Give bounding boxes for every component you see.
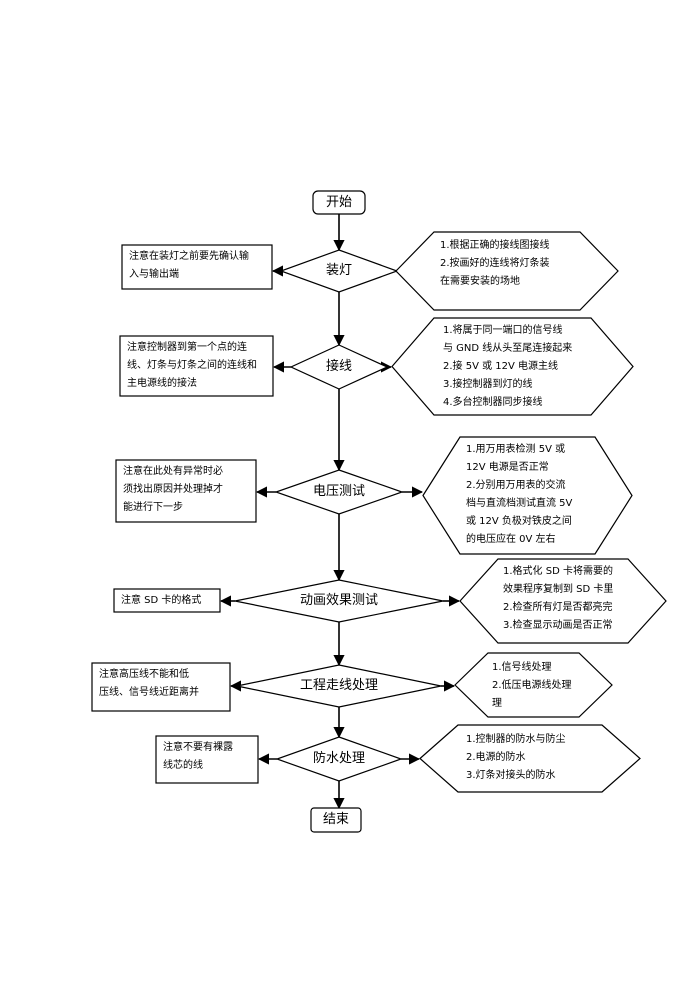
- action-line: 2.检查所有灯是否都亮完: [503, 602, 613, 613]
- action-line: 效果程序复制到 SD 卡里: [503, 584, 614, 595]
- step-label: 工程走线处理: [299, 678, 378, 693]
- step-label: 电压测试: [312, 484, 365, 499]
- note-line: 线、灯条与灯条之间的连线和: [127, 360, 257, 371]
- action-line: 3.接控制器到灯的线: [443, 379, 533, 390]
- action-line: 的电压应在 0V 左右: [466, 534, 556, 545]
- step-actions: 1.将属于同一端口的信号线与 GND 线从头至尾连接起来 2.接 5V 或 12V…: [443, 322, 572, 412]
- note-line: 注意 SD 卡的格式: [121, 595, 202, 606]
- step-note: 注意在此处有异常时必须找出原因并处理掉才能进行下一步: [123, 463, 223, 517]
- action-line: 2.电源的防水: [466, 752, 526, 763]
- step-actions: 1.根据正确的接线图接线 2.按画好的连线将灯条装在需要安装的场地: [440, 237, 550, 291]
- step-label: 接线: [325, 359, 352, 374]
- note-line: 线芯的线: [163, 760, 203, 771]
- note-line: 注意控制器到第一个点的连: [127, 342, 247, 353]
- step-actions: 1.控制器的防水与防尘 2.电源的防水 3.灯条对接头的防水: [466, 731, 566, 785]
- action-line: 3.检查显示动画是否正常: [503, 620, 613, 631]
- action-line: 1.用万用表检测 5V 或: [466, 444, 566, 455]
- note-line: 压线、信号线近距离并: [99, 687, 199, 698]
- action-line: 1.信号线处理: [492, 662, 552, 673]
- action-line: 3.灯条对接头的防水: [466, 770, 556, 781]
- note-line: 入与输出端: [129, 269, 179, 280]
- action-line: 档与直流档测试直流 5V: [466, 498, 573, 509]
- action-line: 2.按画好的连线将灯条装: [440, 258, 550, 269]
- step-actions: 1.信号线处理 2.低压电源线处理理: [492, 659, 572, 713]
- note-line: 须找出原因并处理掉才: [123, 484, 223, 495]
- step-label: 动画效果测试: [299, 593, 378, 608]
- step-note: 注意 SD 卡的格式: [121, 592, 201, 610]
- action-line: 在需要安装的场地: [440, 276, 520, 287]
- action-line: 4.多台控制器同步接线: [443, 397, 543, 408]
- note-line: 注意在此处有异常时必: [123, 466, 223, 477]
- action-line: 或 12V 负极对铁皮之间: [466, 516, 572, 527]
- action-line: 1.格式化 SD 卡将需要的: [503, 566, 613, 577]
- end-node: 结束: [322, 812, 349, 827]
- note-line: 注意高压线不能和低: [99, 669, 189, 680]
- step-actions: 1.用万用表检测 5V 或 12V 电源是否正常 2.分别用万用表的交流档与直流档测…: [466, 441, 572, 549]
- note-line: 主电源线的接法: [127, 378, 197, 389]
- step-note: 注意不要有裸露线芯的线: [163, 739, 233, 775]
- action-line: 2.接 5V 或 12V 电源主线: [443, 361, 559, 372]
- step-note: 注意高压线不能和低压线、信号线近距离并: [99, 666, 199, 702]
- action-line: 2.分别用万用表的交流: [466, 480, 566, 491]
- action-line: 2.低压电源线处理: [492, 680, 572, 691]
- note-line: 注意在装灯之前要先确认输: [129, 251, 249, 262]
- note-line: 能进行下一步: [123, 502, 183, 513]
- action-line: 与 GND 线从头至尾连接起来: [443, 343, 573, 354]
- step-actions: 1.格式化 SD 卡将需要的效果程序复制到 SD 卡里 2.检查所有灯是否都亮完 3…: [503, 563, 613, 635]
- step-label: 防水处理: [312, 751, 365, 766]
- action-line: 1.将属于同一端口的信号线: [443, 325, 563, 336]
- action-line: 1.根据正确的接线图接线: [440, 240, 550, 251]
- start-node: 开始: [325, 195, 352, 210]
- note-line: 注意不要有裸露: [163, 742, 233, 753]
- action-line: 理: [492, 698, 502, 709]
- action-line: 1.控制器的防水与防尘: [466, 734, 566, 745]
- action-line: 12V 电源是否正常: [466, 462, 549, 473]
- step-note: 注意在装灯之前要先确认输入与输出端: [129, 248, 249, 284]
- step-label: 装灯: [325, 263, 352, 278]
- step-note: 注意控制器到第一个点的连线、灯条与灯条之间的连线和主电源线的接法: [127, 339, 257, 393]
